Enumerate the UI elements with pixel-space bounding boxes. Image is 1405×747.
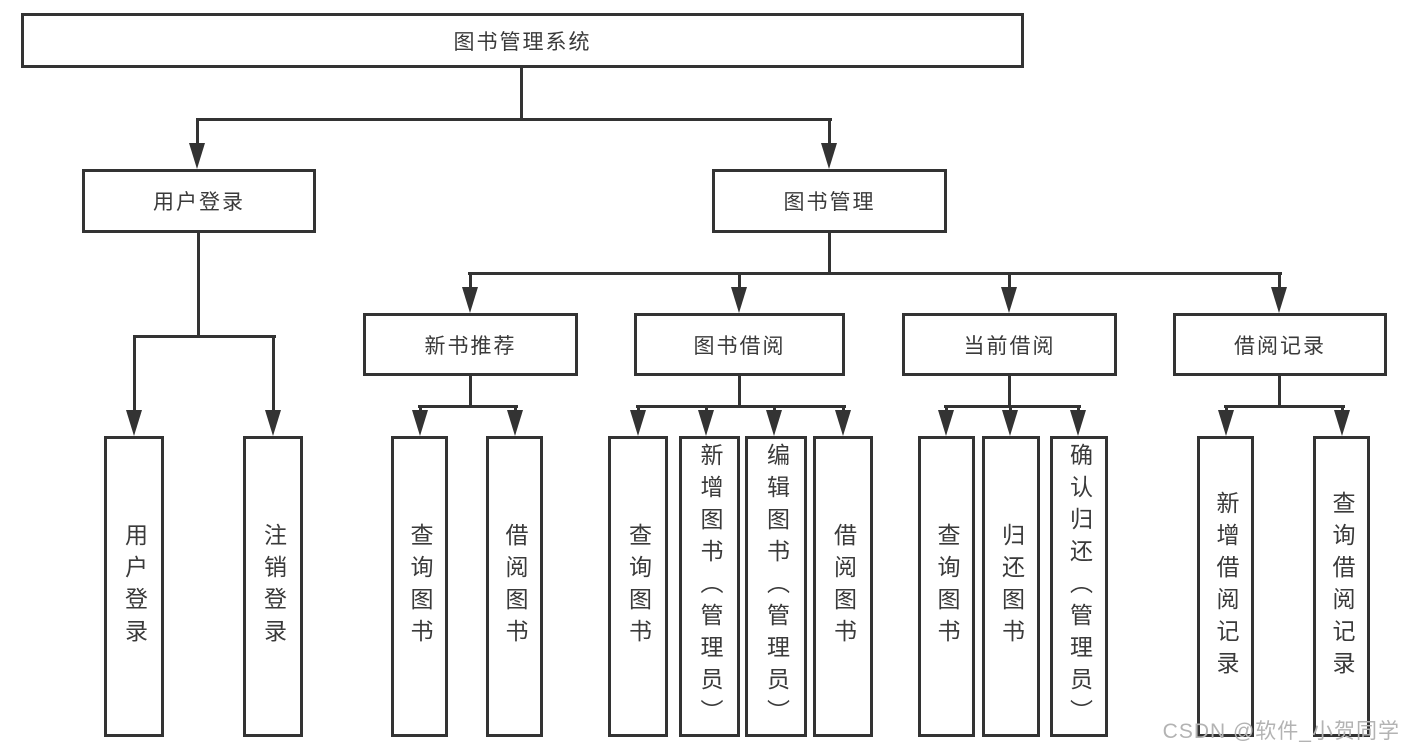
arrow-down-icon [697,407,715,436]
arrow-down-icon [629,407,647,436]
node-root: 图书管理系统 [21,13,1024,68]
leaf-edit-books-admin-label: 编辑图书（管理员） [763,442,790,731]
leaf-borrowing-query-books: 查询图书 [608,436,668,737]
leaf-borrowing-borrow-books-label: 借阅图书 [830,522,857,651]
connector-line [1008,375,1011,407]
node-user-login: 用户登录 [82,169,316,233]
leaf-edit-books-admin: 编辑图书（管理员） [745,436,807,737]
connector-line [196,118,832,121]
node-borrow-records: 借阅记录 [1173,313,1387,376]
leaf-add-books-admin: 新增图书（管理员） [679,436,740,737]
node-root-label: 图书管理系统 [453,30,592,54]
leaf-newbook-borrow-books: 借阅图书 [486,436,543,737]
leaf-user-login: 用户登录 [104,436,164,737]
connector-line [1224,405,1345,408]
node-book-borrowing-label: 图书借阅 [693,334,786,358]
node-borrow-records-label: 借阅记录 [1234,334,1326,358]
leaf-logout-label: 注销登录 [260,522,287,651]
connector-line [468,272,1282,275]
arrow-down-icon [506,407,524,436]
node-book-management: 图书管理 [712,169,947,233]
leaf-return-books: 归还图书 [982,436,1040,737]
arrow-down-icon [125,336,143,436]
node-new-book-recommend: 新书推荐 [363,313,578,376]
node-current-borrowing: 当前借阅 [902,313,1117,376]
leaf-newbook-query-books-label: 查询图书 [407,522,433,651]
node-new-book-recommend-label: 新书推荐 [424,334,517,358]
leaf-user-login-label: 用户登录 [121,522,148,651]
leaf-current-query-books-label: 查询图书 [934,522,960,651]
connector-line [469,375,472,407]
leaf-query-borrow-record-label: 查询借阅记录 [1329,490,1355,683]
leaf-newbook-borrow-books-label: 借阅图书 [502,522,528,651]
leaf-newbook-query-books: 查询图书 [391,436,448,737]
node-book-management-label: 图书管理 [783,191,876,214]
leaf-add-borrow-record-label: 新增借阅记录 [1213,490,1239,683]
connector-line [197,232,200,338]
leaf-borrowing-borrow-books: 借阅图书 [813,436,873,737]
connector-line [1278,375,1281,407]
arrow-down-icon [765,407,783,436]
leaf-confirm-return-admin-label: 确认归还（管理员） [1066,442,1093,731]
connector-line [520,68,523,121]
connector-line [636,405,846,408]
arrow-down-icon [1270,274,1288,313]
arrow-down-icon [411,407,429,436]
arrow-down-icon [1001,407,1019,436]
connector-line [133,335,276,338]
arrow-down-icon [730,274,748,313]
leaf-borrowing-query-books-label: 查询图书 [625,522,652,651]
arrow-down-icon [1333,407,1351,436]
leaf-logout: 注销登录 [243,436,303,737]
leaf-return-books-label: 归还图书 [998,522,1025,651]
node-current-borrowing-label: 当前借阅 [963,334,1056,358]
csdn-watermark: CSDN @软件_小贺同学 [1162,720,1400,743]
arrow-down-icon [264,336,282,436]
leaf-current-query-books: 查询图书 [918,436,975,737]
connector-line [828,232,831,274]
arrow-down-icon [1069,407,1087,436]
connector-line [738,375,741,407]
leaf-add-borrow-record: 新增借阅记录 [1197,436,1254,737]
arrow-down-icon [834,407,852,436]
connector-line [944,405,1081,408]
leaf-add-books-admin-label: 新增图书（管理员） [697,442,723,731]
leaf-query-borrow-record: 查询借阅记录 [1313,436,1370,737]
arrow-down-icon [461,274,479,313]
arrow-down-icon [188,120,206,169]
node-user-login-label: 用户登录 [153,191,245,214]
arrow-down-icon [1217,407,1235,436]
arrow-down-icon [820,120,838,169]
leaf-confirm-return-admin: 确认归还（管理员） [1050,436,1108,737]
arrow-down-icon [1000,274,1018,313]
arrow-down-icon [937,407,955,436]
connector-line [418,405,518,408]
node-book-borrowing: 图书借阅 [634,313,845,376]
